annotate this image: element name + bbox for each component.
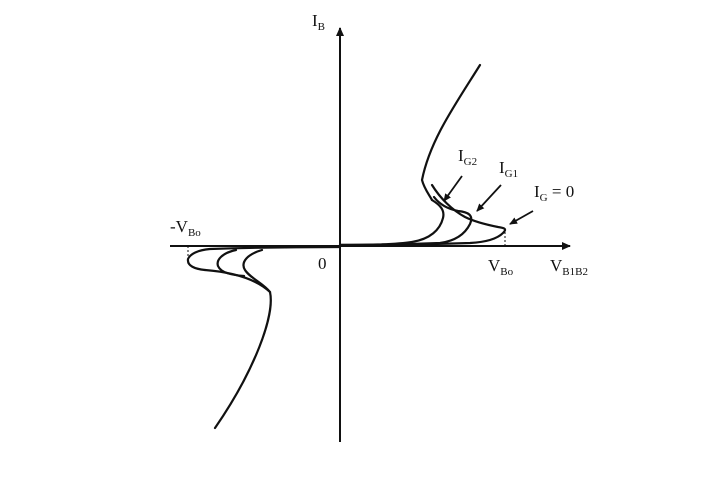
curve-negative-branch-2 (242, 248, 272, 294)
origin-label: 0 (318, 254, 327, 273)
x-axis-label: VB1B2 (550, 256, 588, 278)
ig2-label: IG2 (458, 146, 477, 168)
curve-ig0-positive (338, 183, 507, 247)
curve-on-state-positive (420, 63, 482, 202)
vbo-positive-label: VBo (488, 256, 514, 278)
ig2-pointer-arrow (443, 175, 463, 202)
ig0-label: IG = 0 (534, 182, 574, 204)
curve-on-state-negative (203, 268, 272, 430)
curve-ig2-positive (338, 198, 445, 247)
curve-ig1-positive (338, 195, 473, 247)
curve-negative-reverse-leakage (186, 245, 342, 272)
vbo-negative-label: -VBo (170, 217, 201, 239)
y-axis-label: IB (312, 11, 325, 33)
ig1-label: IG1 (499, 158, 518, 180)
ig0-pointer-arrow (509, 210, 534, 225)
ig1-pointer-arrow (476, 184, 502, 212)
